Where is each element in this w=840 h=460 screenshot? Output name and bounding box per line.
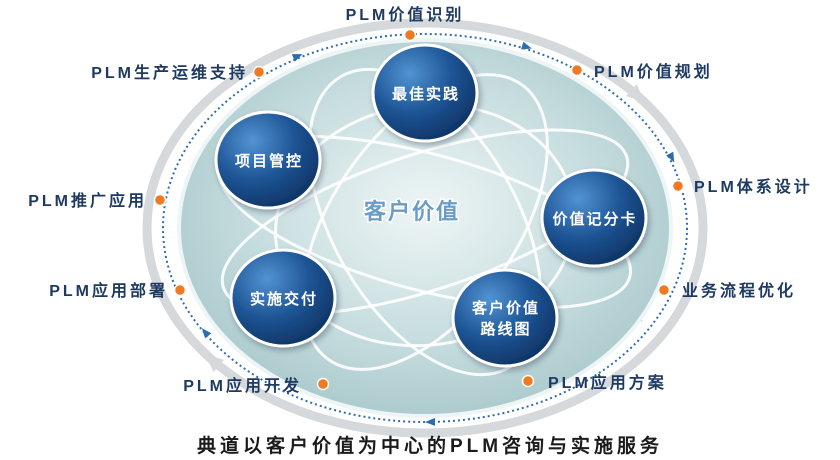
stage-dot — [657, 283, 671, 297]
node-project-control: 项目管控 — [214, 110, 322, 210]
center-label: 客户价值 — [364, 199, 460, 224]
node-label: 价值记分卡 — [552, 210, 637, 228]
node-label: 最佳实践 — [392, 85, 460, 103]
outer-cycle-ring-group — [142, 18, 708, 438]
stage-application-deployment: PLM应用部署 — [49, 281, 187, 300]
dotted-process-ring — [162, 33, 688, 423]
stage-label: PLM价值识别 — [346, 5, 465, 24]
ring-arrow-icon — [201, 328, 212, 339]
stage-dot — [173, 283, 187, 297]
orbit-line — [307, 67, 543, 377]
outer-ring-arrow-icon — [205, 354, 225, 372]
stage-dot — [570, 63, 584, 77]
stage-dot — [521, 374, 535, 388]
outer-cycle-ring — [142, 18, 708, 438]
node-circle — [214, 110, 322, 210]
ring-arrow-icon — [666, 151, 675, 163]
stage-dot — [153, 193, 167, 207]
stage-process-optimization: 业务流程优化 — [657, 281, 796, 300]
stage-label: PLM生产运维支持 — [91, 63, 248, 82]
stage-dot — [252, 65, 266, 79]
node-implementation-delivery: 实施交付 — [229, 248, 337, 348]
node-label: 项目管控 — [235, 152, 303, 170]
stage-dot — [403, 28, 417, 42]
stage-label: PLM价值规划 — [594, 62, 713, 81]
node-label: 实施交付 — [250, 290, 318, 308]
ring-arrow-icon — [425, 417, 436, 426]
node-circle — [540, 168, 648, 268]
node-label-line-1: 客户价值 — [471, 299, 540, 317]
stage-value-planning: PLM价值规划 — [570, 62, 713, 81]
diagram-caption: 典道以客户价值为中心的PLM咨询与实施服务 — [197, 434, 663, 457]
stage-application-plan: PLM应用方案 — [521, 373, 667, 392]
stage-label: 业务流程优化 — [682, 281, 796, 300]
node-value-roadmap: 客户价值 路线图 — [451, 268, 559, 368]
stage-system-design: PLM体系设计 — [671, 177, 813, 196]
stage-dot — [671, 179, 685, 193]
stage-value-identification: PLM价值识别 — [346, 5, 465, 42]
node-value-scorecard: 价值记分卡 — [540, 168, 648, 268]
stage-label: PLM推广应用 — [28, 191, 147, 210]
process-ring-group — [162, 33, 688, 426]
stage-operations-support: PLM生产运维支持 — [91, 63, 266, 82]
stage-label: PLM体系设计 — [694, 177, 813, 196]
outer-ring-arrow-icon — [625, 84, 645, 102]
stage-label: PLM应用部署 — [49, 281, 168, 300]
node-label-line-2: 路线图 — [480, 320, 531, 338]
ring-arrow-icon — [521, 41, 532, 50]
node-circle — [371, 43, 479, 143]
node-circle — [451, 268, 559, 368]
orbit-line — [220, 128, 630, 316]
ring-arrow-icon — [291, 54, 303, 62]
node-best-practice: 最佳实践 — [371, 43, 479, 143]
stage-label: PLM应用开发 — [183, 376, 302, 395]
stage-promotion: PLM推广应用 — [28, 191, 167, 210]
stage-dot — [316, 377, 330, 391]
stage-label: PLM应用方案 — [548, 373, 667, 392]
stage-application-development: PLM应用开发 — [183, 376, 330, 395]
node-circle — [229, 248, 337, 348]
